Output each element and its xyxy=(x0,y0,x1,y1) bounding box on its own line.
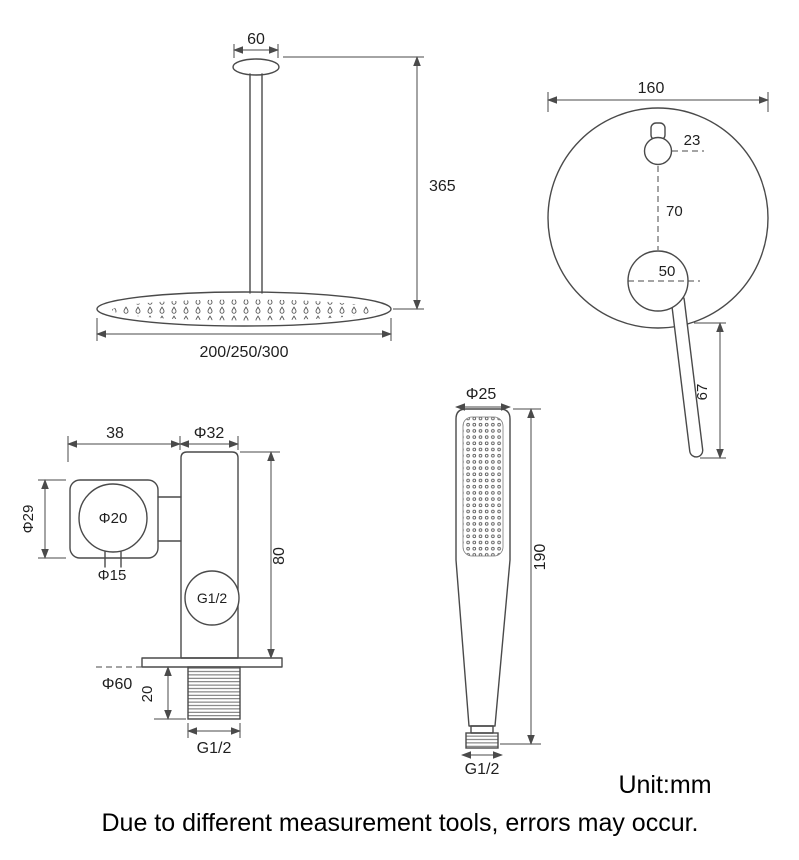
disclaimer-text: Due to different measurement tools, erro… xyxy=(101,809,698,837)
hand-shower-diameter-label: Φ25 xyxy=(466,386,497,403)
body-height-label: 80 xyxy=(271,547,288,565)
hand-shower-thread xyxy=(465,732,499,749)
hand-shower-neck xyxy=(470,725,494,734)
hand-shower-drawing: Φ25 G1/2 190 xyxy=(455,386,549,778)
wall-outlet-drawing: 38 Φ32 Φ20 Φ15 Φ29 G1/2 80 Φ60 20 G1/2 xyxy=(20,425,288,757)
handle-extension-label: 67 xyxy=(694,384,711,401)
body-diameter-label: Φ32 xyxy=(194,425,225,442)
hand-shower-length-label: 190 xyxy=(532,544,549,571)
center-distance-label: 70 xyxy=(666,203,683,220)
spray-face-pattern xyxy=(462,416,504,557)
unit-label: Unit:mm xyxy=(618,771,711,799)
thread-length-label: 20 xyxy=(139,686,156,703)
head-diameter-options-label: 200/250/300 xyxy=(200,344,289,361)
holder-inner-diameter-label: Φ20 xyxy=(99,510,128,527)
holder-ring xyxy=(78,483,148,553)
mixer-valve-drawing: 160 23 70 50 67 xyxy=(547,80,769,459)
outlet-body xyxy=(180,451,239,659)
handle-hub-diameter-label: 50 xyxy=(659,263,676,280)
hand-shower-thread-label: G1/2 xyxy=(465,761,500,778)
flange-diameter-label: Φ60 xyxy=(102,676,133,693)
ceiling-flange-diameter-label: 60 xyxy=(247,31,265,48)
knob-diameter-label: 23 xyxy=(684,132,701,149)
threaded-inlet xyxy=(187,666,241,720)
wall-flange xyxy=(141,657,283,668)
ceiling-shower-drawing: 60 365 200/250/300 xyxy=(96,31,456,361)
ceiling-flange xyxy=(232,58,280,76)
rain-shower-head xyxy=(96,291,392,327)
side-port xyxy=(184,570,240,626)
pin-diameter-label: Φ15 xyxy=(98,567,127,584)
holder-offset-label: 38 xyxy=(106,425,124,442)
mixer-handle xyxy=(670,293,704,458)
plate-diameter-label: 160 xyxy=(638,80,665,97)
bottom-thread-label: G1/2 xyxy=(197,740,232,757)
spray-nozzle-pattern xyxy=(112,299,376,321)
hand-shower-body xyxy=(455,408,511,727)
diverter-knob xyxy=(643,136,673,166)
side-port-thread-label: G1/2 xyxy=(197,590,228,606)
holder-ring-diameter-label: Φ29 xyxy=(20,505,37,534)
mixer-plate xyxy=(547,107,769,329)
holder-bracket xyxy=(69,479,159,559)
ceiling-arm-height-label: 365 xyxy=(429,178,456,195)
mixer-handle-group xyxy=(670,293,704,458)
